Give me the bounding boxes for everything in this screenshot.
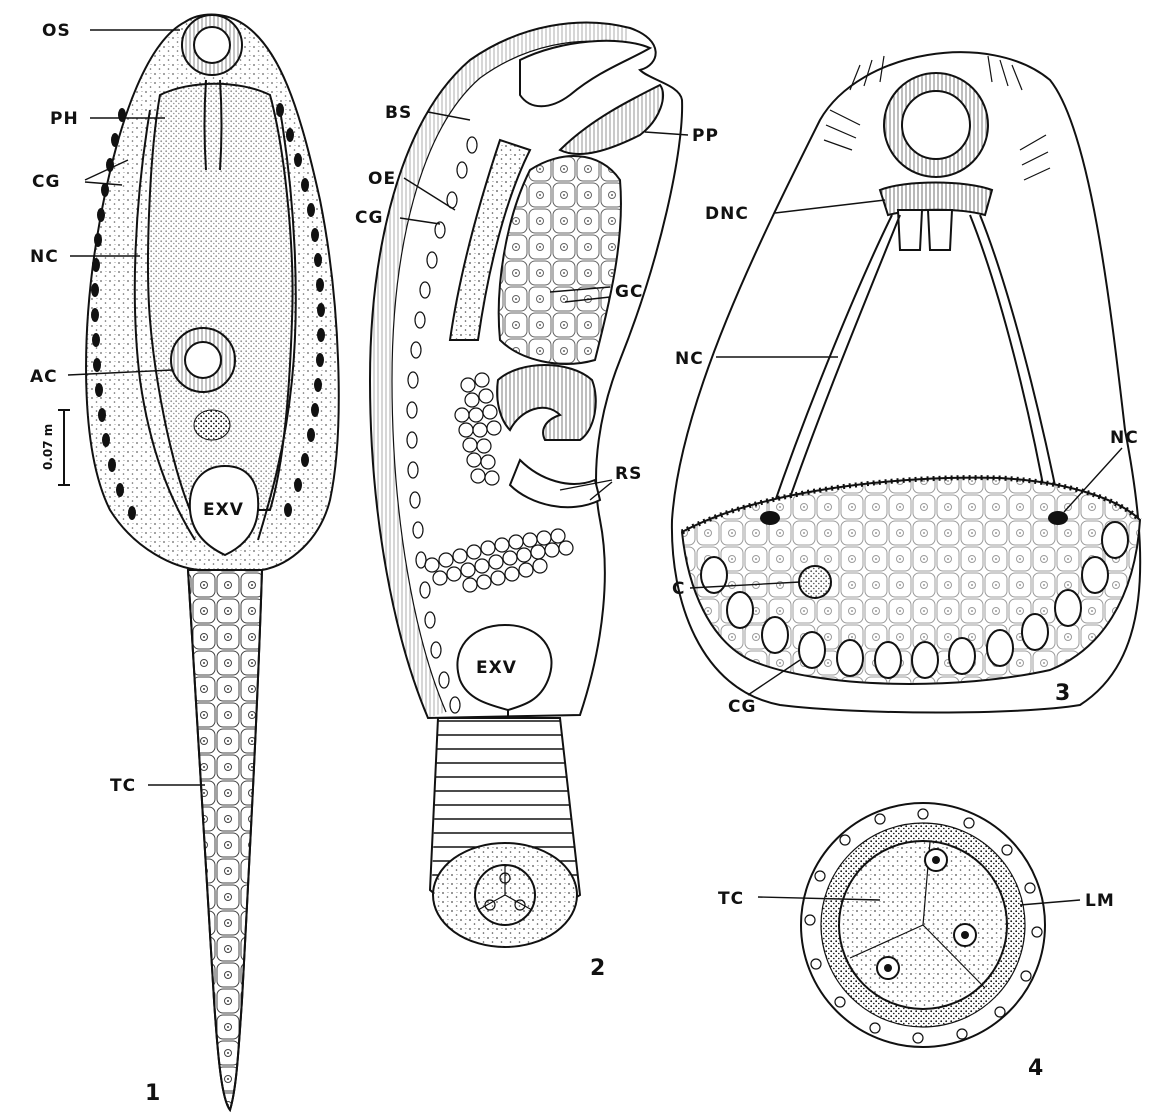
fig2-number: 2 (590, 956, 605, 981)
fig1-label-ac: AC (30, 367, 58, 387)
fig1-label-ph: PH (50, 109, 79, 129)
fig1-scale-bar: 0.07 m (41, 410, 70, 485)
fig4-label-lm: LM (1085, 891, 1115, 911)
figure-2-sagittal-section: BS OE CG PP GC RS EXV 2 (355, 23, 719, 981)
fig1-number: 1 (145, 1081, 160, 1106)
fig2-label-gc: GC (615, 282, 643, 302)
fig1-label-exv: EXV (203, 500, 244, 520)
fig4-label-tc: TC (718, 889, 744, 909)
fig1-label-tc: TC (110, 776, 136, 796)
fig2-label-bs: BS (385, 103, 412, 123)
fig2-tail-stump (430, 718, 580, 947)
fig1-scale-label: 0.07 m (41, 424, 55, 470)
fig3-nerve-section-right (1048, 511, 1068, 525)
fig4-number: 4 (1028, 1056, 1043, 1081)
fig1-label-nc: NC (30, 247, 59, 267)
fig2-label-oe: OE (368, 169, 396, 189)
fig1-label-os: OS (42, 21, 71, 41)
fig3-nerve-section-left (760, 511, 780, 525)
fig3-label-nc-left: NC (675, 349, 704, 369)
fig2-label-cg: CG (355, 208, 383, 228)
fig3-label-dnc: DNC (705, 204, 749, 224)
fig1-acetabulum (171, 328, 235, 392)
figure-4-tail-cross-section: TC LM 4 (718, 803, 1115, 1081)
fig3-section-texture (682, 478, 1140, 684)
fig3-oral-sucker (884, 73, 988, 177)
fig1-genital-primordium (194, 410, 230, 440)
fig1-oral-sucker (182, 15, 242, 75)
fig2-label-exv: EXV (476, 658, 517, 678)
fig3-number: 3 (1055, 681, 1070, 706)
fig1-label-cg: CG (32, 172, 60, 192)
fig3-label-cg: CG (728, 697, 756, 717)
fig2-label-rs: RS (615, 464, 642, 484)
fig2-label-pp: PP (692, 126, 719, 146)
figure-3-transverse-section: DNC NC NC C CG 3 (672, 52, 1140, 717)
figure-1-whole-cercaria: 0.07 m OS PH CG NC AC EXV TC 1 (30, 15, 339, 1111)
fig3-label-nc-right: NC (1110, 428, 1139, 448)
fig3-label-c: C (672, 579, 685, 599)
